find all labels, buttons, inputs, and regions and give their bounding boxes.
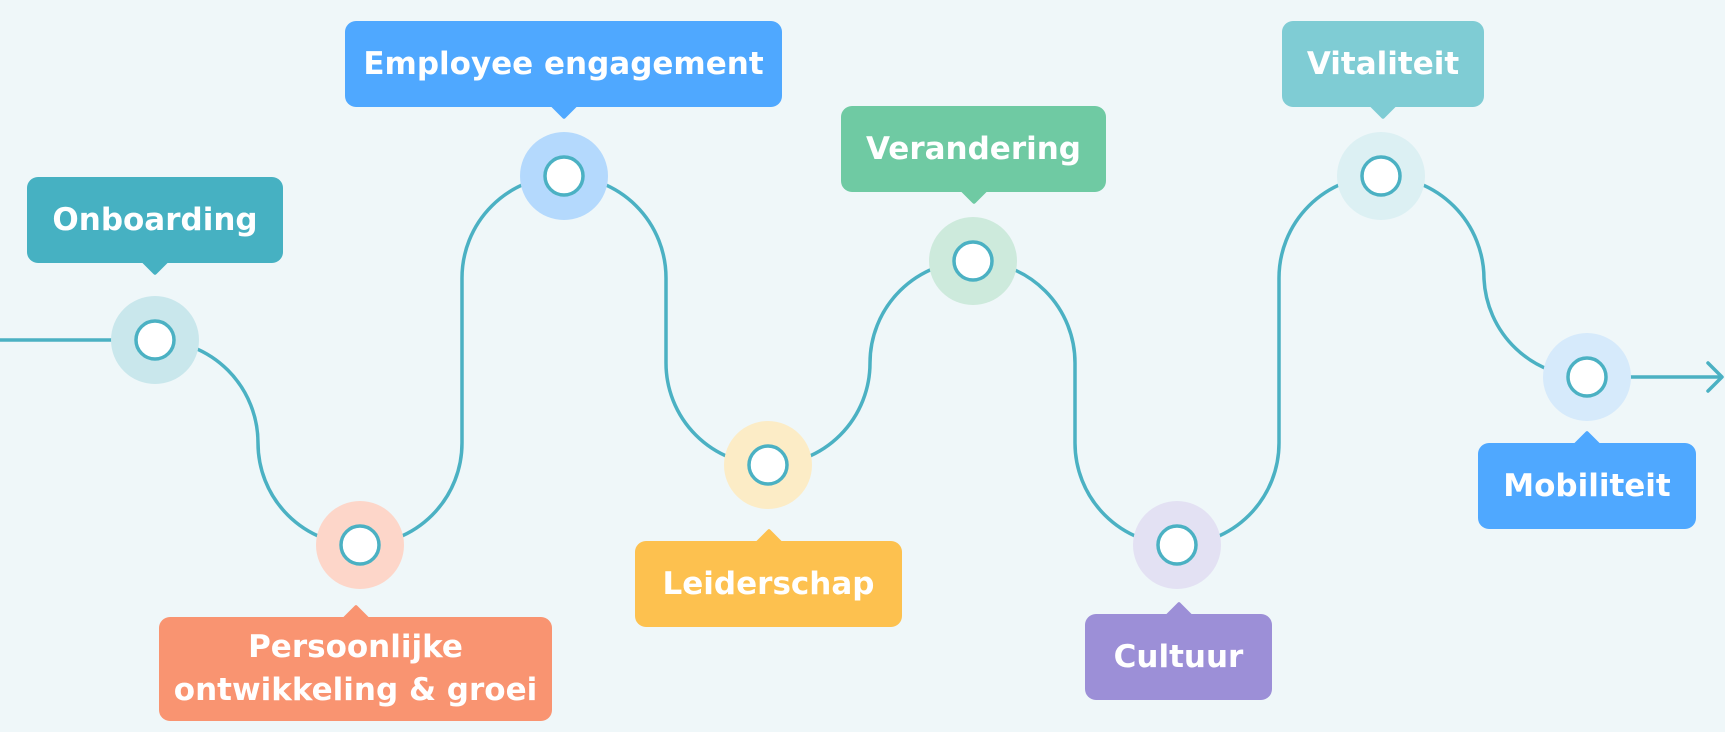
step-label-leiderschap: Leiderschap <box>635 541 902 627</box>
step-label-mobiliteit: Mobiliteit <box>1478 443 1696 529</box>
node-marker <box>134 319 176 361</box>
step-node-vitaliteit <box>1337 132 1425 220</box>
step-label-text: Vitaliteit <box>1306 45 1460 82</box>
node-marker <box>339 524 381 566</box>
node-marker <box>747 444 789 486</box>
step-label-text-line-2: ontwikkeling & groei <box>173 672 538 708</box>
node-marker <box>1156 524 1198 566</box>
step-node-onboarding <box>111 296 199 384</box>
step-node-persoonlijke-ontwikkeling <box>316 501 404 589</box>
step-label-text: Employee engagement <box>363 45 764 82</box>
arrow-head-icon <box>1706 361 1724 393</box>
step-node-cultuur <box>1133 501 1221 589</box>
step-label-cultuur: Cultuur <box>1085 614 1272 700</box>
step-label-persoonlijke-ontwikkeling: Persoonlijke ontwikkeling & groei <box>159 617 552 721</box>
journey-line <box>0 174 1722 547</box>
step-node-mobiliteit <box>1543 333 1631 421</box>
step-label-text: Cultuur <box>1113 638 1244 675</box>
node-marker <box>543 155 585 197</box>
step-label-employee-engagement: Employee engagement <box>345 21 782 107</box>
step-label-text: Onboarding <box>52 201 258 238</box>
node-marker <box>1566 356 1608 398</box>
step-node-verandering <box>929 217 1017 305</box>
step-node-leiderschap <box>724 421 812 509</box>
step-label-text: Leiderschap <box>662 565 875 602</box>
step-label-text: Verandering <box>866 130 1081 167</box>
step-label-onboarding: Onboarding <box>27 177 283 263</box>
node-marker <box>1360 155 1402 197</box>
step-label-text: Mobiliteit <box>1503 467 1671 504</box>
step-node-employee-engagement <box>520 132 608 220</box>
node-marker <box>952 240 994 282</box>
step-label-vitaliteit: Vitaliteit <box>1282 21 1484 107</box>
step-label-text-line-1: Persoonlijke <box>248 629 463 665</box>
step-label-verandering: Verandering <box>841 106 1106 192</box>
